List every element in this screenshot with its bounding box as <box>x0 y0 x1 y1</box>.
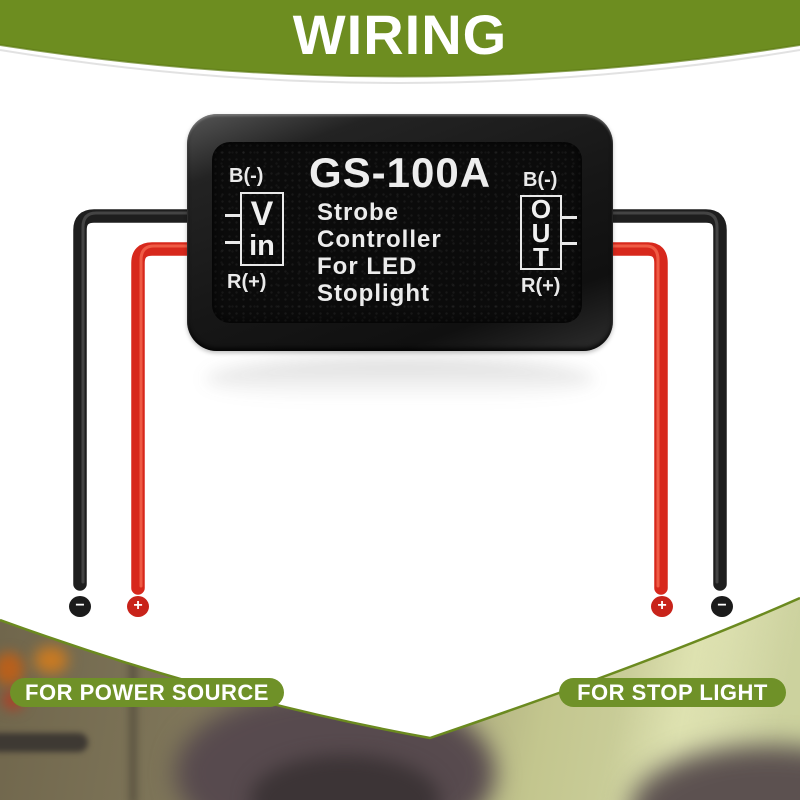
device-description-line: For LED <box>317 253 418 280</box>
banner-green-arc <box>0 0 800 77</box>
power-source-caption: FOR POWER SOURCE <box>10 678 284 707</box>
wire-black-right-highlight <box>606 211 719 584</box>
left-terminal-bottom-label: R(+) <box>227 271 267 293</box>
plus-terminal-badge: + <box>651 596 673 617</box>
minus-terminal-badge: − <box>711 596 733 617</box>
device-model: GS-100A <box>308 149 492 196</box>
plus-terminal-badge: + <box>127 596 149 617</box>
left-terminal-box: V in <box>240 192 284 266</box>
left-terminal-box-line2: in <box>249 230 275 262</box>
wire-red-right <box>601 242 668 595</box>
car-door-handle <box>0 733 88 752</box>
device-description-line: Controller <box>317 226 442 253</box>
device-reflection <box>205 357 595 401</box>
device-description: Strobe Controller For LED Stoplight <box>317 199 442 307</box>
device-description-line: Strobe <box>317 199 400 226</box>
banner-shadow-line <box>0 49 800 84</box>
stop-light-caption: FOR STOP LIGHT <box>559 678 786 707</box>
right-terminal-tick <box>562 242 577 245</box>
white-curve-mask <box>0 540 800 740</box>
right-terminal-bottom-label: R(+) <box>521 275 561 297</box>
curve-outline <box>0 596 800 740</box>
minus-terminal-badge: − <box>69 596 91 617</box>
wire-red-right-highlight <box>606 244 660 588</box>
car-door-seam <box>130 635 136 800</box>
right-terminal-top-label: B(-) <box>523 169 558 191</box>
wire-black-left-highlight <box>81 211 194 584</box>
white-area-shape <box>0 540 800 738</box>
banner-shape <box>0 0 800 84</box>
left-terminal-top-label: B(-) <box>229 165 264 187</box>
left-terminal-tick <box>225 241 240 244</box>
right-terminal-letter: O <box>530 194 552 224</box>
device-box: GS-100A Strobe Controller For LED Stopli… <box>187 114 613 351</box>
wire-red-left <box>131 242 199 595</box>
left-terminal-tick <box>225 214 240 217</box>
device-description-line: Stoplight <box>317 280 430 307</box>
banner-edge-line <box>0 44 800 78</box>
right-terminal-letter: U <box>531 218 551 248</box>
tail-light-orb <box>34 646 68 674</box>
right-terminal-letter: T <box>533 242 549 272</box>
left-terminal-box-line1: V <box>250 195 274 233</box>
right-terminal-tick <box>562 216 577 219</box>
banner-title: WIRING <box>292 3 508 66</box>
right-terminal-box: O U T <box>520 195 562 270</box>
wire-red-left-highlight <box>139 244 194 588</box>
